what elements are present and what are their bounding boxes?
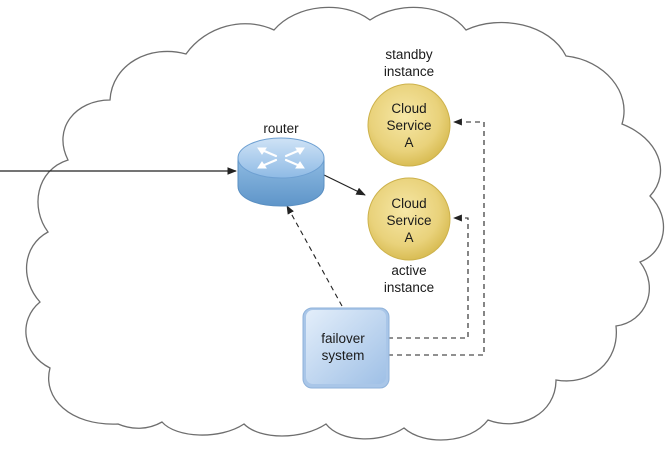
active-node-line2: Service (386, 213, 432, 228)
active-service-node (367, 177, 451, 261)
active-node-label: Cloud Service A (369, 195, 449, 246)
router-icon (237, 137, 325, 207)
standby-node-label: Cloud Service A (369, 100, 449, 151)
standby-node-line1: Cloud (391, 101, 427, 116)
standby-node-line2: Service (386, 118, 432, 133)
standby-caption-line1: standby (385, 47, 433, 62)
active-node-line1: Cloud (391, 196, 427, 211)
standby-caption-line2: instance (383, 64, 435, 79)
active-caption-line2: instance (383, 280, 435, 295)
failover-line2: system (321, 348, 365, 363)
standby-node-line3: A (404, 135, 414, 150)
router-label: router (263, 121, 299, 136)
active-caption-line1: active (391, 263, 427, 278)
failover-to-active-arrow (388, 214, 469, 339)
failover-system-box (302, 307, 390, 389)
failover-label: failover system (303, 330, 383, 364)
failover-to-router-arrow (286, 205, 343, 307)
failover-to-standby-arrow (388, 118, 485, 356)
router-to-active-arrow (321, 173, 366, 196)
failover-line1: failover (321, 331, 365, 346)
cloud-outline (25, 6, 665, 441)
active-node-line3: A (404, 230, 414, 245)
active-caption: active instance (364, 262, 454, 296)
standby-caption: standby instance (364, 46, 454, 80)
standby-service-node (367, 83, 451, 167)
